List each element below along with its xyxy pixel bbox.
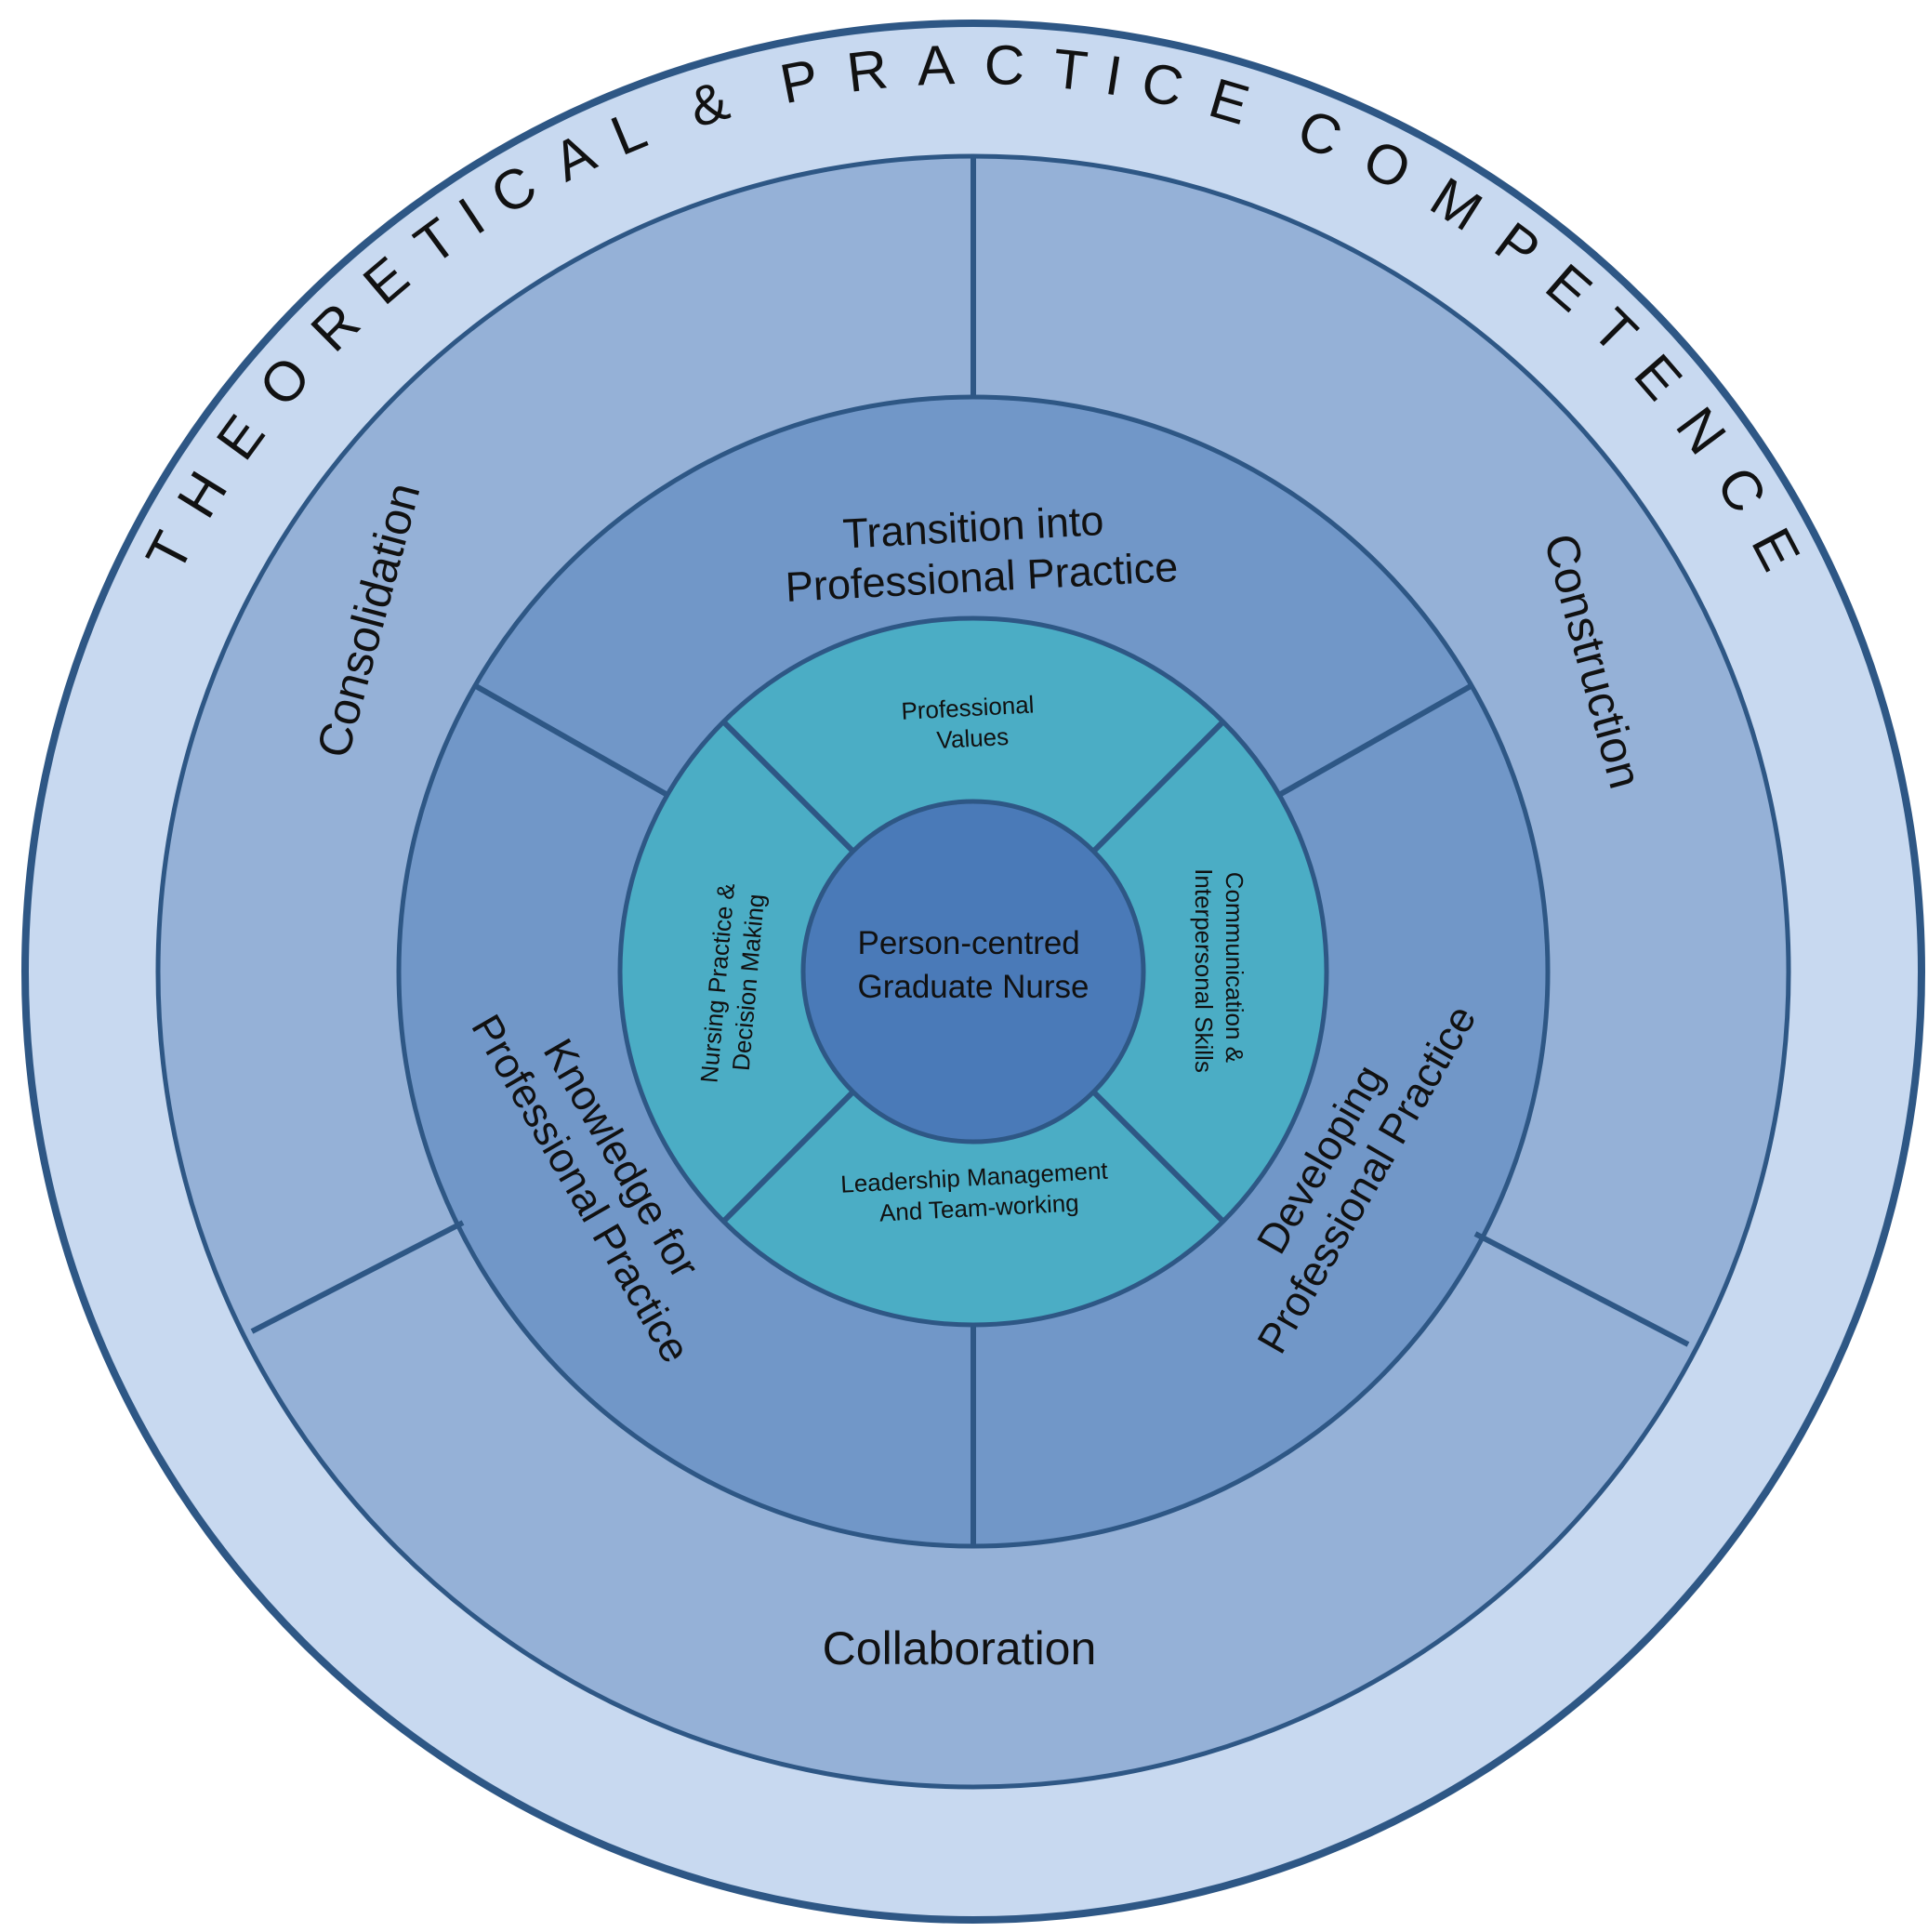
domain-divider-upper-left (474, 683, 669, 798)
stage-divider-right (1473, 1231, 1690, 1347)
core-divider-lower-left (720, 1089, 856, 1224)
core-label-professional-values: Professional Values (901, 690, 1043, 756)
domain-label-transition: Transition into Professional Practice (782, 493, 1180, 611)
core-label-communication: Communication & Interpersonal Skills (1190, 868, 1248, 1073)
core-label-communication-line-2: Interpersonal Skills (1190, 868, 1218, 1073)
domain-divider-upper-right (1277, 683, 1472, 798)
center-label-line-1: Person-centred (857, 925, 1079, 961)
stage-dividers (250, 156, 1690, 1347)
center-label-line-2: Graduate Nurse (857, 969, 1089, 1005)
stage-label-collaboration: Collaboration (823, 1622, 1097, 1674)
center-circle (800, 799, 1146, 1145)
core-divider-upper-left (720, 719, 856, 854)
core-label-professional-values-line-1: Professional (901, 690, 1035, 724)
core-label-communication-line-1: Communication & (1221, 872, 1248, 1063)
stage-divider-left (250, 1220, 465, 1334)
domain-dividers (474, 683, 1472, 1546)
core-dividers (720, 719, 1226, 1224)
core-divider-upper-right (1090, 719, 1226, 854)
core-divider-lower-right (1090, 1089, 1226, 1224)
center-label: Person-centred Graduate Nurse (857, 925, 1089, 1005)
core-label-professional-values-line-2: Values (936, 722, 1010, 754)
